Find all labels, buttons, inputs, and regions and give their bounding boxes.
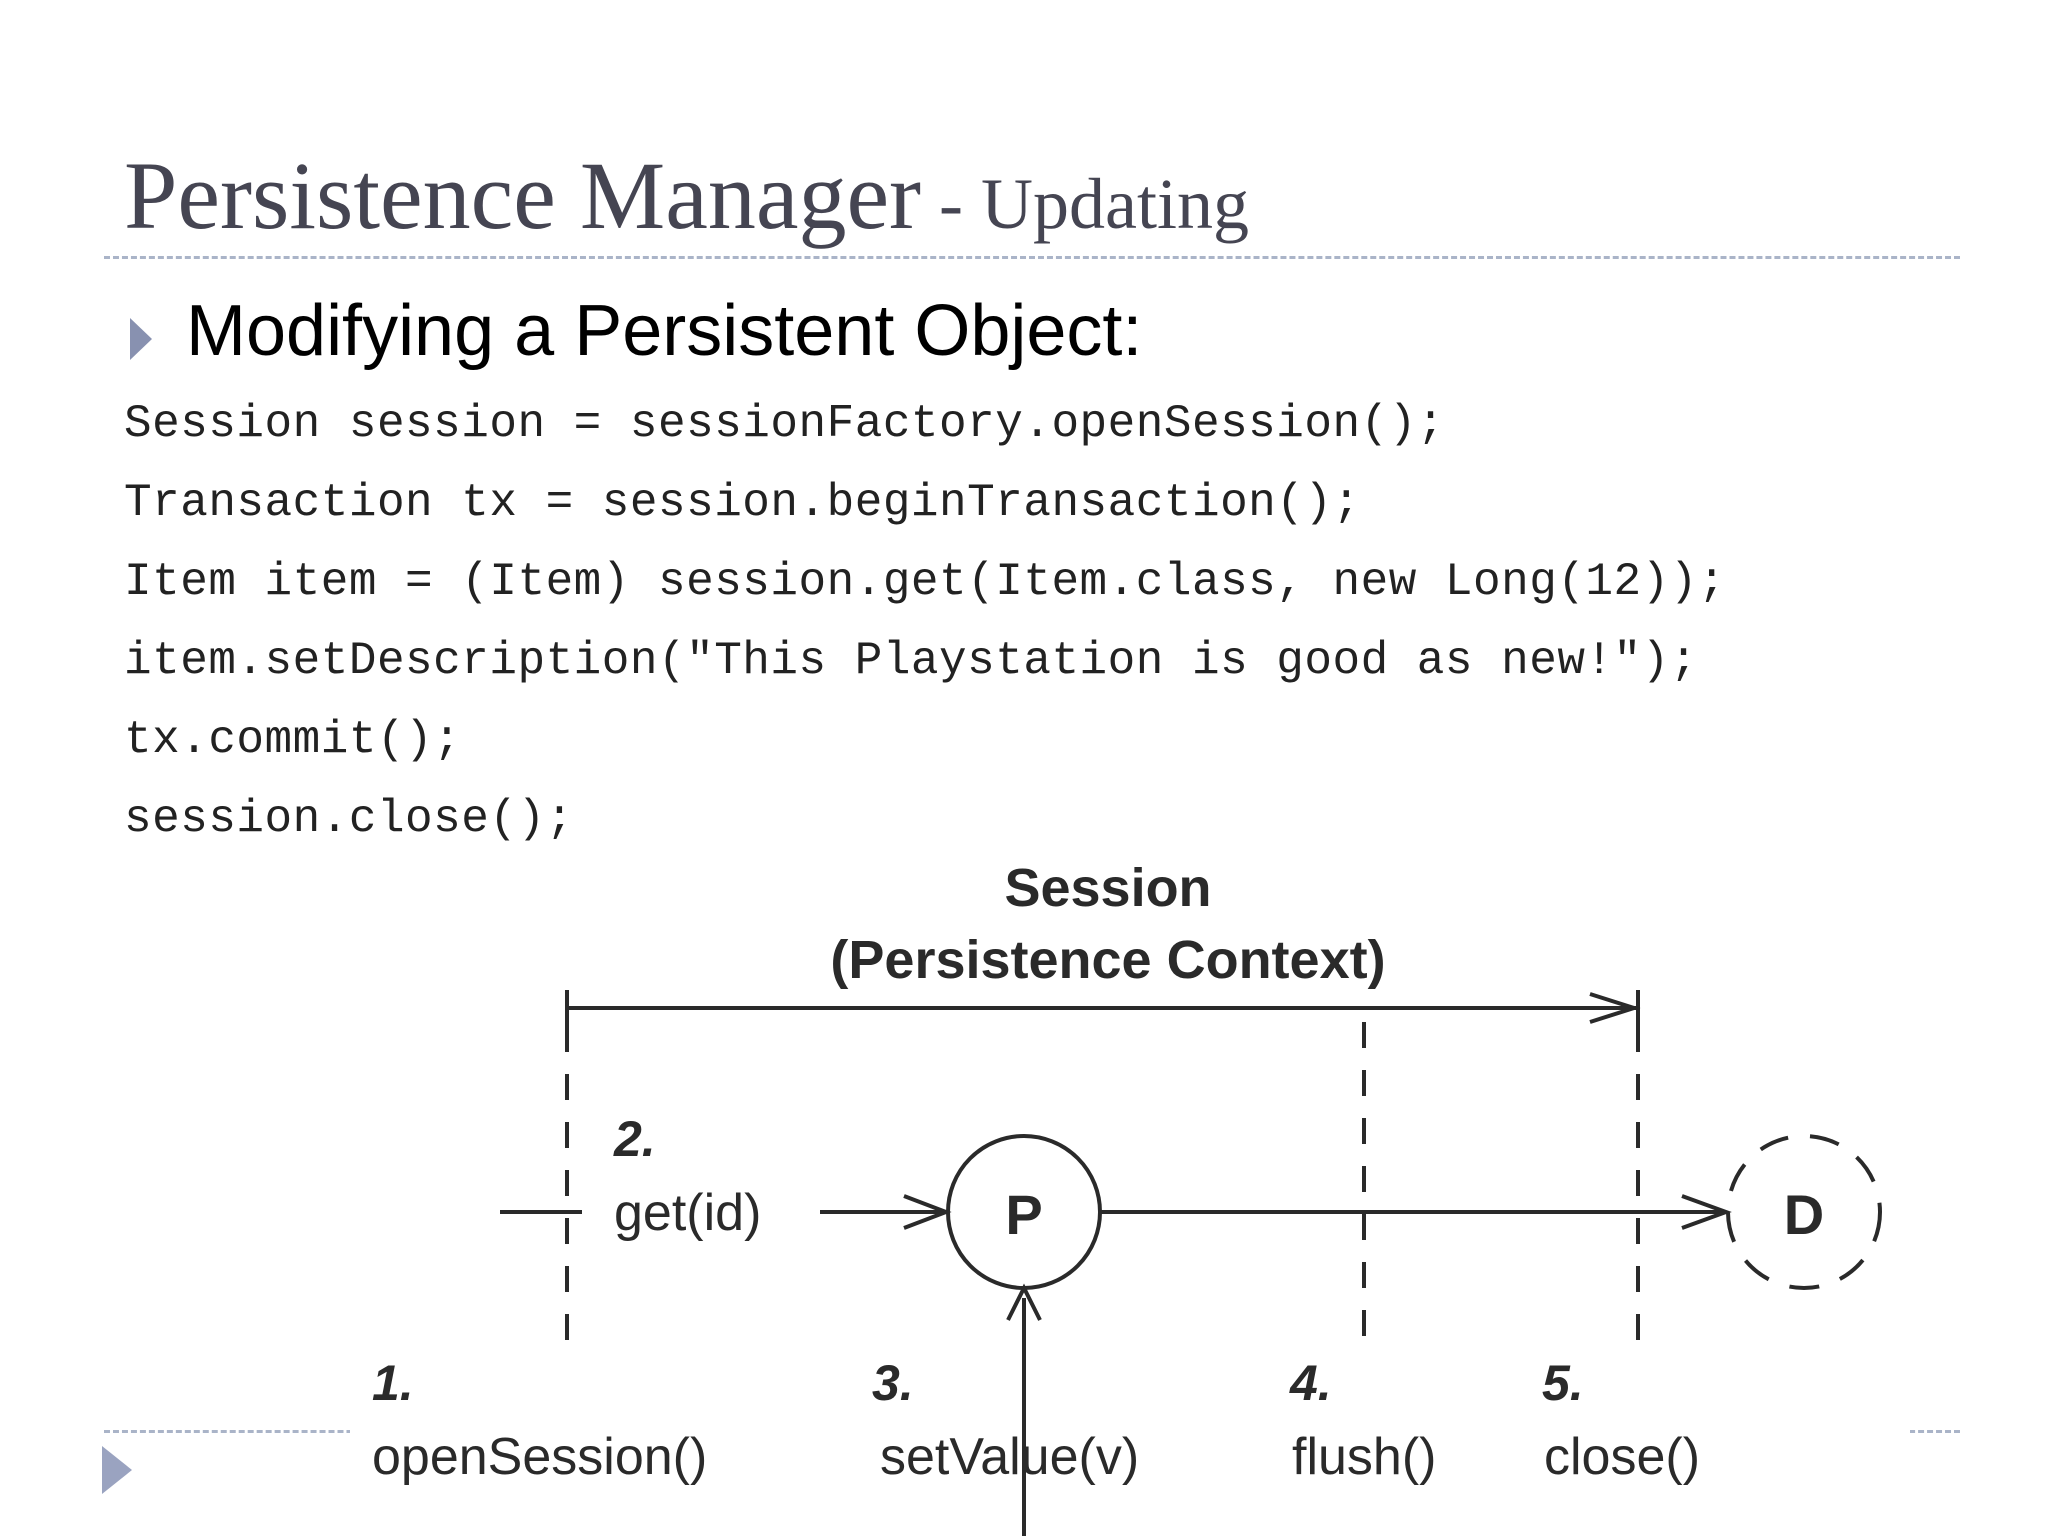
step-1-label: openSession() xyxy=(372,1428,707,1486)
session-lifecycle-svg: Session (Persistence Context) P D 2. get… xyxy=(350,850,1910,1536)
step-3-label: setValue(v) xyxy=(880,1428,1139,1486)
code-line-2: Transaction tx = session.beginTransactio… xyxy=(124,477,1361,529)
step-1-number: 1. xyxy=(372,1355,414,1411)
step-3-number: 3. xyxy=(872,1355,914,1411)
step-2-label: get(id) xyxy=(614,1184,761,1242)
step-2-number: 2. xyxy=(613,1111,656,1167)
session-lifecycle-diagram: Session (Persistence Context) P D 2. get… xyxy=(120,850,1920,1536)
code-line-6: session.close(); xyxy=(124,793,574,845)
slide-title-separator: - xyxy=(921,164,981,244)
code-line-3: Item item = (Item) session.get(Item.clas… xyxy=(124,556,1726,608)
footer-triangle-icon xyxy=(102,1446,132,1494)
code-line-4: item.setDescription("This Playstation is… xyxy=(124,635,1698,687)
session-span-arrowhead xyxy=(1589,992,1641,1024)
title-divider xyxy=(104,256,1960,259)
code-line-5: tx.commit(); xyxy=(124,714,462,766)
detached-state-label: D xyxy=(1784,1183,1824,1246)
code-line-1: Session session = sessionFactory.openSes… xyxy=(124,398,1445,450)
bullet-triangle-icon xyxy=(130,318,152,360)
diagram-background xyxy=(350,850,1910,1536)
detached-state-circle xyxy=(1726,1134,1882,1290)
step-4-number: 4. xyxy=(1289,1355,1332,1411)
slide-title-sub: Updating xyxy=(981,164,1249,244)
step-5-number: 5. xyxy=(1542,1355,1584,1411)
session-title: Session xyxy=(1004,858,1211,918)
detach-arrowhead xyxy=(1681,1194,1732,1230)
bullet-text: Modifying a Persistent Object: xyxy=(186,291,1143,371)
step-4-label: flush() xyxy=(1292,1428,1436,1486)
set-value-arrowhead xyxy=(1006,1283,1042,1321)
step-5-label: close() xyxy=(1544,1428,1700,1486)
persistent-state-label: P xyxy=(1005,1183,1042,1246)
slide-title: Persistence Manager - Updating xyxy=(124,140,1249,251)
session-subtitle: (Persistence Context) xyxy=(830,930,1385,990)
slide-title-main: Persistence Manager xyxy=(124,142,922,249)
